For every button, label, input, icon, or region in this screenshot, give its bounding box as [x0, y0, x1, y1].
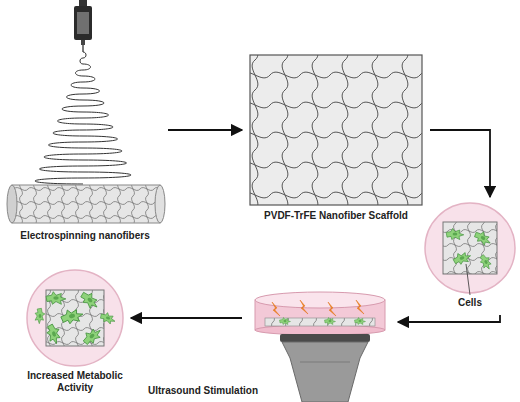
process-stage: PVDF-TrFE Nanofiber Scaffold — [245, 50, 427, 225]
stage-label: Increased Metabolic Activity — [22, 370, 128, 394]
process-stage: Cells — [422, 200, 518, 312]
collector-drum — [7, 185, 165, 223]
flow-arrow — [398, 315, 500, 322]
nanofiber-scaffold — [250, 55, 422, 205]
ultrasound-probe — [280, 334, 370, 402]
process-stage: Ultrasound Stimulation — [245, 285, 395, 400]
cell-seeded-scaffold — [425, 203, 515, 295]
process-stage: Increased Metabolic Activity — [22, 268, 128, 400]
stage-label: Electrospinning nanofibers — [5, 230, 165, 242]
stage-label: Ultrasound Stimulation — [148, 385, 258, 397]
syringe — [74, 0, 92, 52]
result-scaffold — [27, 270, 123, 366]
culture-dish — [255, 292, 385, 335]
flow-arrow — [168, 129, 242, 131]
fiber-jet — [35, 52, 131, 184]
stage-label: PVDF-TrFE Nanofiber Scaffold — [245, 210, 427, 222]
stage-label: Cells — [422, 297, 518, 309]
process-stage: Electrospinning nanofibers — [5, 0, 165, 250]
flow-arrow — [430, 130, 490, 197]
flow-arrow — [131, 317, 242, 319]
